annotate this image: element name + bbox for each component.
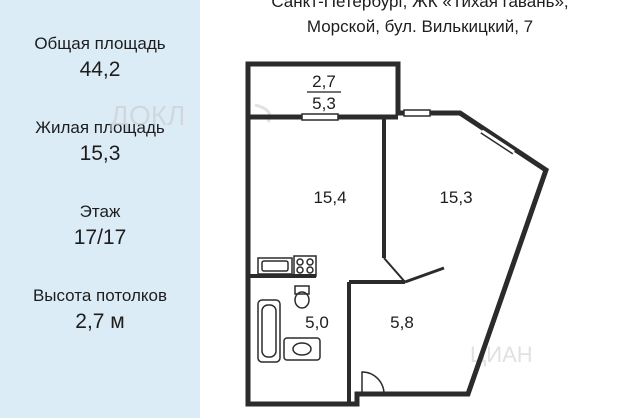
ceiling-height-label: Высота потолков — [32, 286, 168, 305]
info-sidebar: Общая площадь 44,2 Жилая площадь 15,3 Эт… — [0, 0, 200, 418]
ceiling-height-value: 2,7 м — [75, 310, 125, 333]
windows — [301, 109, 516, 155]
kitchen-fixtures — [257, 255, 317, 277]
floor-value: 17/17 — [73, 226, 127, 249]
bathroom-fixtures — [257, 285, 321, 363]
total-area-value: 44,2 — [79, 58, 121, 81]
bathroom-area: 5,0 — [305, 313, 329, 332]
watermark-mark — [254, 103, 272, 123]
floor-label: Этаж — [79, 202, 121, 221]
balcony-area-bottom: 5,3 — [312, 94, 336, 113]
living-area-label: Жилая площадь — [35, 118, 165, 137]
room-2-area: 15,3 — [439, 188, 472, 207]
address-line-2: Морской, бул. Вилькицкий, 7 — [306, 17, 534, 36]
hallway-area: 5,8 — [390, 313, 414, 332]
watermark-left: ДОКЛ — [110, 100, 185, 131]
room-1-area: 15,4 — [313, 188, 346, 207]
entrance-door — [361, 371, 385, 395]
balcony-area-top: 2,7 — [312, 72, 336, 91]
total-area-label: Общая площадь — [34, 34, 166, 53]
address-line-1: Санкт-Петербург, ЖК «Тихая гавань», — [271, 0, 569, 11]
living-area-value: 15,3 — [79, 142, 121, 165]
